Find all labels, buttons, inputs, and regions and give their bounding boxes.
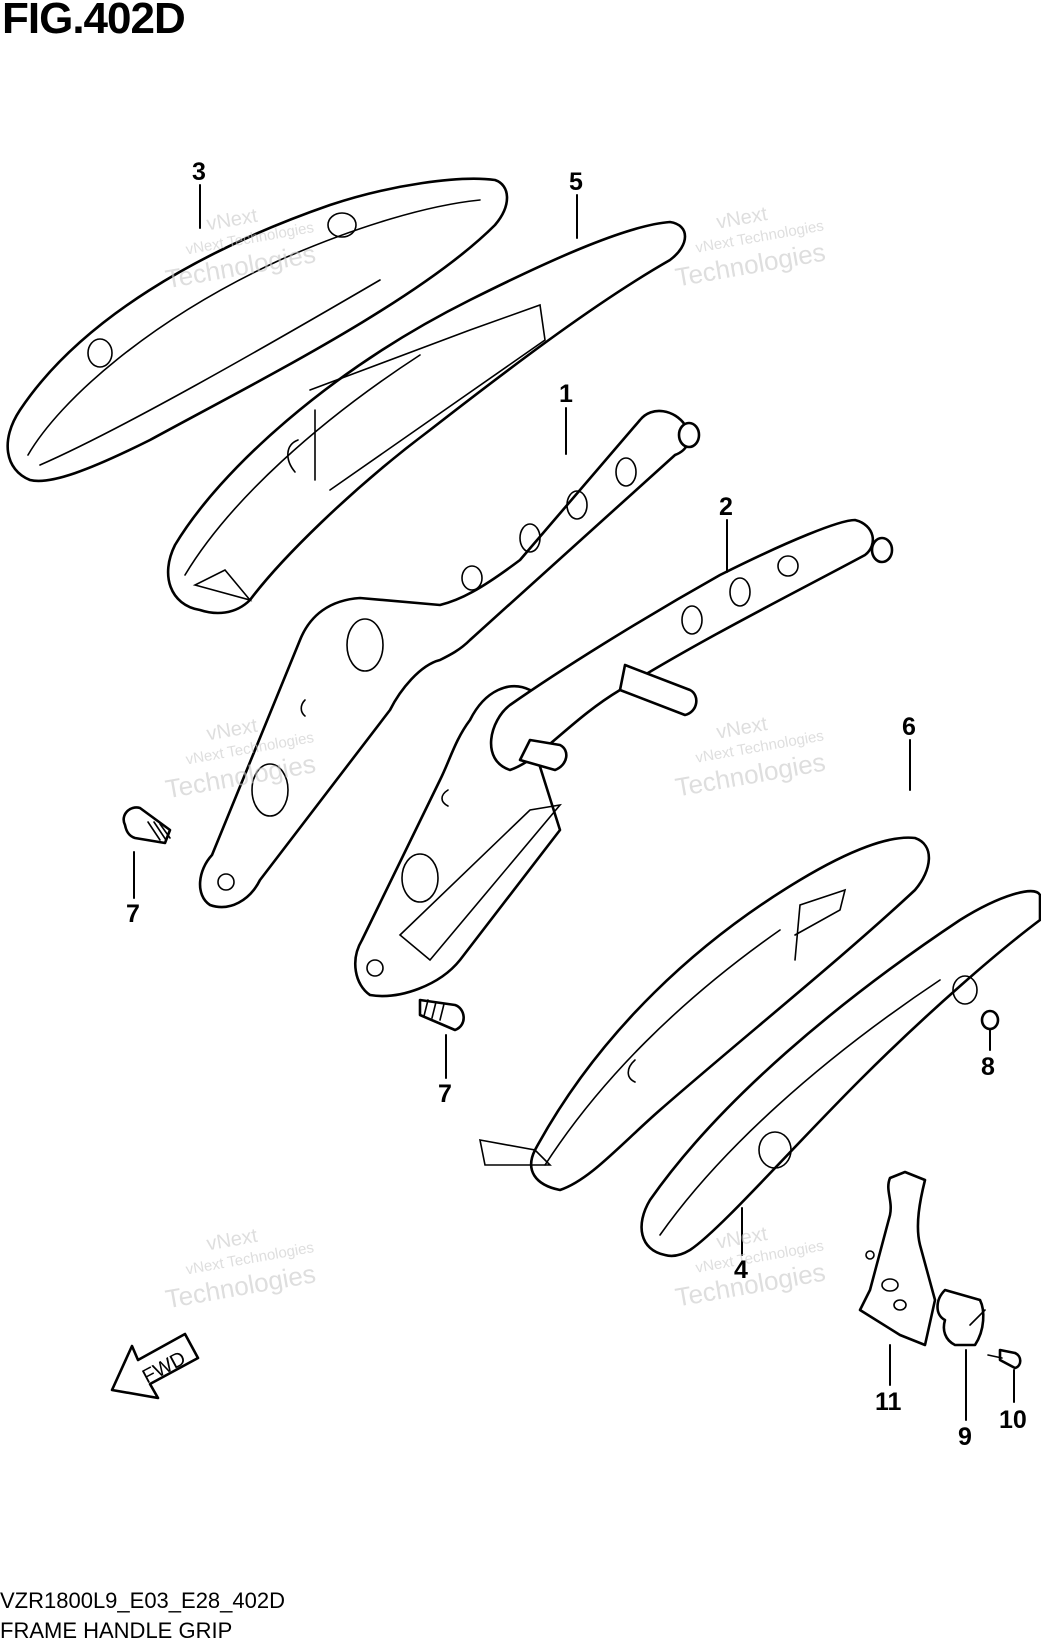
callout-3: 3 xyxy=(192,158,206,186)
figure-title: FIG.402D xyxy=(2,0,186,43)
watermark-group: vNext vNext Technologies Technologies vN… xyxy=(163,203,828,1315)
part-7-bolt-left xyxy=(122,806,172,845)
part-1-frame-arm xyxy=(198,409,701,909)
callout-7-right: 7 xyxy=(438,1080,452,1108)
callout-4: 4 xyxy=(734,1256,748,1284)
part-6-grip xyxy=(478,836,931,1192)
figure-name: FRAME HANDLE GRIP xyxy=(0,1618,233,1643)
leader-lines xyxy=(133,184,1015,1421)
callout-7-left: 7 xyxy=(126,900,140,928)
part-2-frame-arm xyxy=(354,518,894,998)
callout-1: 1 xyxy=(559,380,573,408)
part-3-grip-cover xyxy=(6,177,509,483)
part-4-grip-cover xyxy=(640,889,1041,1258)
figure-model-code: VZR1800L9_E03_E28_402D xyxy=(0,1588,286,1613)
part-7-bolt-right xyxy=(418,998,465,1032)
callout-6: 6 xyxy=(902,713,916,741)
callout-9: 9 xyxy=(958,1423,972,1451)
part-10-screw xyxy=(987,1348,1022,1370)
fwd-arrow: FWD xyxy=(110,1332,200,1400)
callout-8: 8 xyxy=(981,1053,995,1081)
callout-10: 10 xyxy=(999,1406,1027,1434)
watermark-top-right: vNext vNext Technologies Technologies xyxy=(673,203,828,293)
part-5-grip xyxy=(166,220,687,615)
watermark-mid-right: vNext vNext Technologies Technologies xyxy=(673,713,828,803)
callout-2: 2 xyxy=(719,493,733,521)
part-9-clamp xyxy=(936,1288,986,1347)
watermark-bottom-right: vNext vNext Technologies Technologies xyxy=(673,1223,828,1313)
watermark-bottom-left: vNext vNext Technologies Technologies xyxy=(163,1225,318,1315)
part-11-bracket xyxy=(858,1170,937,1347)
callout-5: 5 xyxy=(569,168,583,196)
part-8-washer xyxy=(980,1009,1000,1031)
callout-11: 11 xyxy=(875,1388,902,1416)
